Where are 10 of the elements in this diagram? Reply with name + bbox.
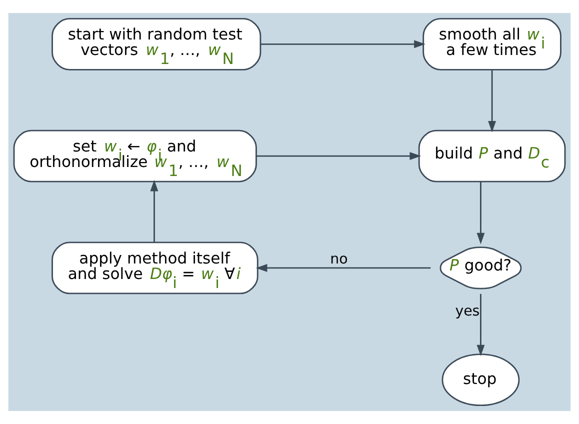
arrow <box>488 70 496 132</box>
arrow <box>256 264 431 272</box>
node-ellipse: stop <box>442 354 520 406</box>
arrow <box>260 40 426 48</box>
arrow <box>256 152 422 160</box>
arrow <box>476 182 485 244</box>
arrow <box>476 294 485 356</box>
edge-label: yes <box>455 303 480 320</box>
edge-label: no <box>330 252 348 268</box>
arrow <box>150 180 158 242</box>
